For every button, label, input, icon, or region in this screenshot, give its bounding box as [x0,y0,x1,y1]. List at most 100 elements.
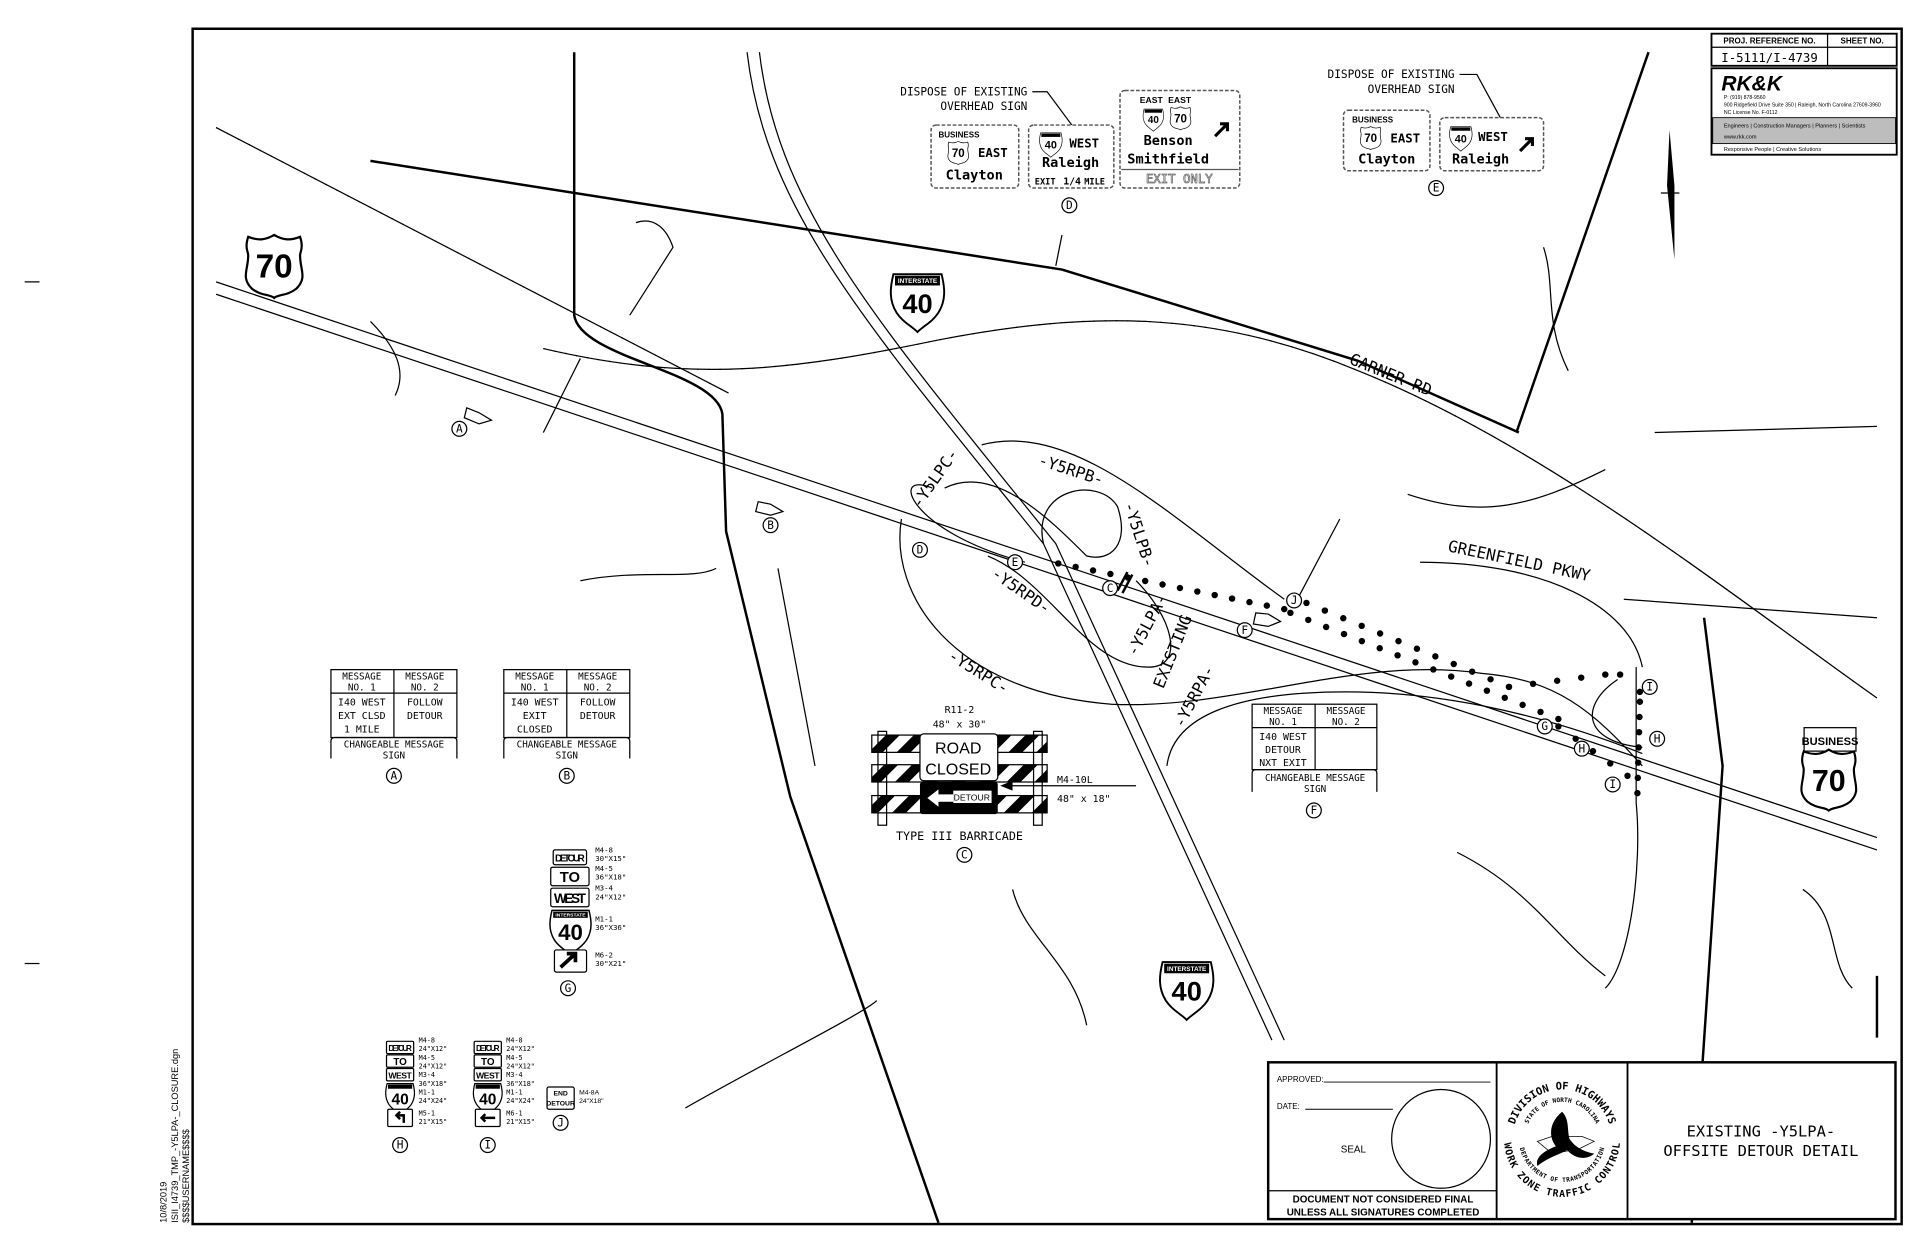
detour-dot [1358,637,1366,645]
svg-text:I: I [484,1139,491,1152]
marker-d: D [911,541,928,558]
label-greenfield-pkwy: GREENFIELD PKWY [1446,536,1592,585]
detour-dot [1412,659,1419,666]
svg-text:24"X12": 24"X12" [506,1045,535,1053]
arrow-up-right-icon [1213,122,1229,138]
cms-a: MESSAGE NO. 1 MESSAGE NO. 2 I40 WEST EXT… [330,669,458,784]
svg-text:M3-4: M3-4 [419,1071,435,1079]
detour-dot [1303,599,1310,607]
svg-text:I: I [1609,778,1616,791]
detour-dot [1432,653,1439,660]
svg-text:M1-1: M1-1 [506,1088,522,1096]
svg-text:SIGN: SIGN [556,751,578,762]
svg-text:I40 WEST: I40 WEST [338,697,386,708]
detour-dot [1089,567,1097,574]
cms-icon [463,407,493,425]
svg-text:Smithfield: Smithfield [1127,151,1209,167]
svg-text:NO. 2: NO. 2 [1332,717,1360,728]
marker-b: B [762,517,779,534]
arrow-left-icon [927,789,954,807]
svg-text:MESSAGE: MESSAGE [515,672,554,683]
file-name: ISII_I4739_TMP_-Y5LPA-_CLOSURE.dgn [170,1049,180,1223]
svg-text:BUSINESS: BUSINESS [1352,116,1394,125]
svg-text:Benson: Benson [1144,133,1193,149]
svg-text:MESSAGE: MESSAGE [1326,706,1365,717]
svg-text:EAST: EAST [1390,131,1420,145]
svg-text:70: 70 [1174,113,1187,125]
sign-business-70-east [930,124,1020,189]
detour-dot [1634,774,1642,782]
svg-text:H: H [1578,742,1585,755]
detour-dot [1340,630,1348,638]
svg-text:P: (919) 878-9560: P: (919) 878-9560 [1724,95,1766,101]
svg-text:40: 40 [391,1091,409,1108]
svg-text:24"X12": 24"X12" [595,892,626,901]
svg-text:48" x 18": 48" x 18" [1057,794,1110,805]
label-y5rpc: -Y5RPC- [945,646,1012,698]
svg-text:BUSINESS: BUSINESS [938,130,980,139]
svg-text:40: 40 [479,1091,497,1108]
svg-text:D: D [917,544,924,557]
svg-text:G: G [565,982,572,995]
svg-text:B: B [563,770,570,783]
road-closed-sign: ROAD [935,740,981,758]
detour-dot [1553,677,1561,684]
marker-h: H [1649,730,1666,747]
svg-text:M3-4: M3-4 [506,1071,522,1079]
detour-dot [1572,735,1579,742]
detour-dot [1322,623,1330,631]
svg-text:H: H [397,1139,404,1152]
svg-text:EXIT: EXIT [1035,177,1056,187]
svg-text:M1-1: M1-1 [595,915,613,924]
svg-text:70: 70 [952,148,965,160]
label-garner-rd: GARNER RD [1347,349,1435,399]
detour-dot [1107,570,1114,578]
detour-dot [1055,560,1062,567]
marker-j: J [1286,592,1303,609]
svg-text:DOCUMENT NOT CONSIDERED FINAL: DOCUMENT NOT CONSIDERED FINAL [1293,1194,1474,1205]
arrow-up-right-icon [1518,137,1534,153]
svg-text:M4-8: M4-8 [419,1037,435,1045]
svg-text:NO. 1: NO. 1 [348,683,376,694]
svg-text:36"X18": 36"X18" [595,873,626,882]
project-reference-number: I-5111/I-4739 [1721,51,1818,65]
svg-text:WEST: WEST [476,1070,500,1080]
svg-text:EXIT ONLY: EXIT ONLY [1146,172,1213,186]
detour-dot [1636,713,1643,721]
sign-stack-h: DETOUR TO WEST 40 M4-824"X12" M4-524"X12… [385,1037,447,1154]
sign-stack-i: DETOUR TO WEST 40 M4-824"X12" M4-524"X12… [472,1037,535,1154]
label-y5rpb: -Y5RPB- [1036,450,1106,489]
marker-e: E [1007,554,1024,571]
detour-dot [1159,581,1166,588]
svg-text:DETOUR: DETOUR [407,711,443,722]
cms-f: MESSAGE NO. 1 MESSAGE NO. 2 I40 WEST DET… [1251,703,1378,819]
svg-text:1/4: 1/4 [1063,176,1081,187]
detour-dot [1413,645,1421,652]
arrow-left-icon [479,1113,496,1123]
svg-text:NO. 2: NO. 2 [411,683,439,694]
marker-g: G [1536,718,1553,735]
svg-text:INTERSTATE: INTERSTATE [898,278,938,285]
detour-dot [1483,687,1491,694]
svg-text:Raleigh: Raleigh [1042,155,1099,171]
svg-text:NO. 2: NO. 2 [584,683,612,694]
svg-text:M3-4: M3-4 [595,884,613,893]
detour-dot [1589,747,1597,755]
svg-text:1 MILE: 1 MILE [344,725,380,736]
svg-text:40: 40 [1045,139,1057,151]
detour-dot [1616,671,1624,678]
svg-text:TO: TO [393,1057,407,1068]
svg-text:F: F [1241,624,1248,637]
svg-text:END: END [553,1091,567,1098]
rkk-logo: RK&K [1721,72,1783,95]
svg-text:EAST: EAST [978,146,1008,160]
sign-business-70-east [1342,109,1431,172]
svg-text:CHANGEABLE MESSAGE: CHANGEABLE MESSAGE [1265,773,1365,784]
detour-dot [1430,666,1437,673]
svg-text:M4-8A: M4-8A [579,1089,599,1096]
detour-dot [1635,759,1642,766]
svg-text:CLOSED: CLOSED [517,725,553,736]
svg-text:UNLESS ALL SIGNATURES COMPLETE: UNLESS ALL SIGNATURES COMPLETED [1287,1207,1480,1218]
svg-text:M5-1: M5-1 [419,1109,435,1117]
